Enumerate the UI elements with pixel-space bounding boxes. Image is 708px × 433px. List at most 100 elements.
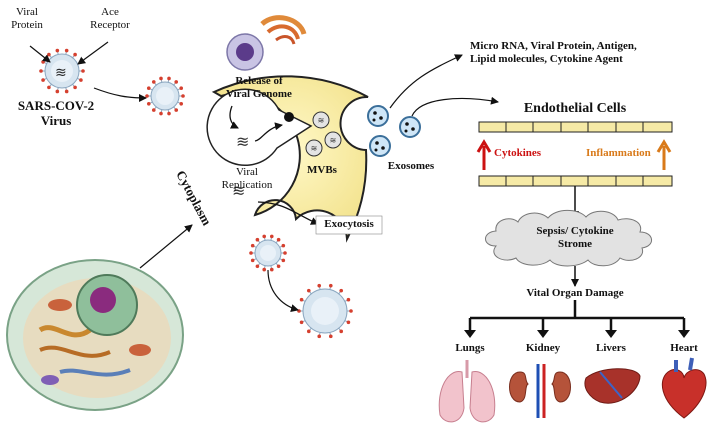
virus-spike-tip: [249, 251, 253, 255]
ace-receptor-label: Ace Receptor: [90, 6, 130, 31]
virus-spike-tip: [179, 102, 184, 106]
virus-spike-tip: [167, 76, 171, 81]
rna-squiggle: ≋: [232, 183, 245, 200]
virus-spike-tip: [339, 329, 344, 334]
virus-spike-tip: [262, 267, 267, 272]
organ-label-kidney: Kidney: [525, 342, 561, 354]
exocytosis-box: [315, 215, 383, 235]
arrow-to-exocytosis: [257, 201, 319, 225]
rna-squiggle: ≋: [236, 134, 249, 151]
cytokines-up-arrow: [476, 139, 492, 170]
virus-spike-tip: [159, 111, 163, 116]
organ-tree: [468, 300, 686, 332]
exosomes-label: Exosomes: [387, 160, 435, 172]
exocytosis-label: Exocytosis: [324, 218, 374, 230]
cargo-label: Micro RNA, Viral Protein, Antigen, Lipid…: [470, 40, 637, 65]
virus-spike-tip: [146, 102, 151, 106]
endothelial-bar-bottom: [478, 175, 673, 187]
rna-squiggle: ≋: [55, 66, 67, 81]
inflammation-label: Inflammation: [586, 147, 651, 159]
virus-spike-tip: [346, 320, 351, 325]
mvb-vesicle: ≋: [312, 111, 330, 129]
svg-text:≋: ≋: [330, 136, 337, 145]
vital-organ-damage-label: Vital Organ Damage: [526, 287, 624, 299]
virus-spike-tip: [167, 111, 171, 116]
arrow-genome-down: [229, 105, 239, 129]
virus-spike-tip: [39, 69, 43, 73]
virus-spike-tip: [47, 52, 51, 57]
arrow-ace-receptor: [77, 41, 109, 65]
arrow-exosome-to-cargo: [389, 54, 463, 109]
kidney-icon: [509, 364, 571, 418]
virus-spike-tip: [299, 320, 304, 325]
virus-spike-tip: [250, 258, 255, 263]
nucleus-icon: [226, 33, 264, 71]
virus-spike-tip: [55, 48, 60, 53]
virus-spike-tip: [299, 297, 304, 302]
virus-spike-tip: [349, 309, 353, 313]
virus-spike-tip: [306, 288, 311, 293]
arrow-viral-protein: [29, 45, 51, 63]
liver-icon: [584, 368, 641, 404]
exosome: [369, 135, 391, 157]
lungs-icon: [438, 360, 496, 423]
virus-spike-tip: [306, 329, 311, 334]
heart-icon: [661, 357, 707, 419]
virus-spike-tip: [159, 76, 163, 81]
animal-cell-illustration: [6, 259, 184, 411]
virus-spike-tip: [145, 94, 149, 98]
virus-spike-tip: [151, 80, 156, 84]
virus-spike-tip: [281, 258, 286, 263]
cytokines-label: Cytokines: [494, 147, 542, 159]
virus-spike-tip: [328, 283, 333, 288]
virus-particle: [254, 239, 282, 267]
virus-spike-tip: [276, 237, 281, 242]
mvbs-label: MVBs: [307, 164, 337, 176]
virus-spike-tip: [81, 69, 85, 73]
organ-label-livers: Livers: [596, 342, 626, 354]
svg-text:≋: ≋: [311, 144, 318, 153]
virus-spike-tip: [174, 108, 179, 112]
golgi-icon: [260, 15, 307, 45]
replication-label: Viral Replication: [221, 166, 273, 191]
virus-spike-tip: [73, 52, 77, 57]
arrow-exosome-to-endothelial: [411, 96, 499, 117]
virus-spike-tip: [255, 237, 260, 242]
virus-spike-tip: [55, 89, 60, 94]
virus-particle: [150, 81, 180, 111]
virus-spike-tip: [73, 85, 77, 90]
exosome: [399, 116, 421, 138]
mvb-vesicle: ≋: [324, 131, 342, 149]
endothelial-title: Endothelial Cells: [523, 101, 627, 116]
virus-spike-tip: [64, 89, 69, 94]
virus-spike-tip: [181, 94, 185, 98]
host-cell: [211, 75, 369, 243]
virus-spike-tip: [64, 48, 69, 53]
virus-spike-tip: [47, 85, 51, 90]
arrow-genome-to-mvb: [254, 122, 283, 142]
virus-spike-tip: [41, 78, 45, 82]
virus-spike-tip: [79, 78, 83, 82]
arrow-cell-to-cytoplasm: [139, 224, 193, 269]
virus-spike-tip: [269, 267, 274, 272]
cytokine-storm-label: Sepsis/ Cytokine Strome: [536, 225, 614, 250]
arrow-budding: [267, 269, 299, 312]
organ-label-lungs: Lungs: [455, 342, 485, 354]
virus-spike-tip: [317, 334, 322, 339]
virus-spike-tip: [283, 251, 287, 255]
svg-text:≋: ≋: [318, 116, 325, 125]
virus-spike-tip: [41, 60, 45, 64]
exosome: [367, 105, 389, 127]
cytoplasm-label: Cytoplasm: [173, 168, 214, 228]
virus-name-label: SARS-COV-2 Virus: [17, 98, 95, 128]
viral-protein-label: Viral Protein: [11, 6, 43, 31]
virus-spike-tip: [174, 80, 179, 84]
virus-spike-tip: [339, 288, 344, 293]
endothelial-bar-top: [478, 121, 673, 133]
release-genome-label: Release of Viral Genome: [226, 75, 292, 100]
virus-spike-tip: [269, 234, 274, 239]
virus-spike-tip: [151, 108, 156, 112]
mvb-body: [206, 88, 313, 166]
virus-spike-tip: [317, 283, 322, 288]
